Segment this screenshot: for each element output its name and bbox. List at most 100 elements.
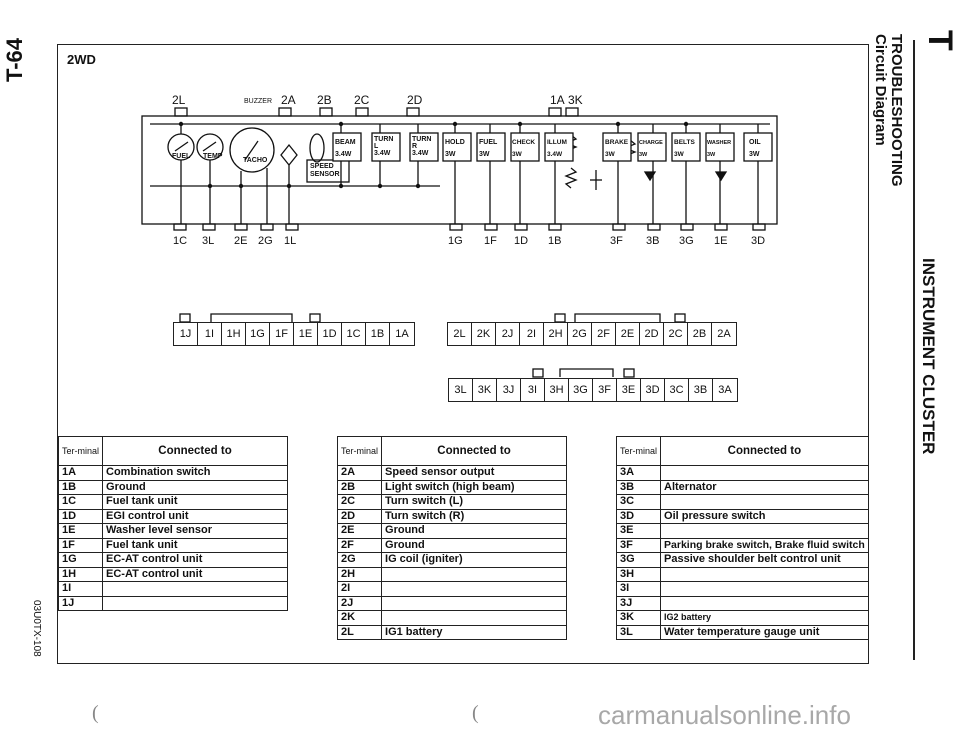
chapter-title: INSTRUMENT CLUSTER — [919, 258, 938, 455]
table-row: 2I — [336, 581, 567, 597]
connector-pin: 2C — [664, 323, 688, 345]
connector-pin: 2D — [640, 323, 664, 345]
terminal-label-2E: 2E — [234, 235, 248, 247]
terminal-label-1E: 1E — [714, 235, 728, 247]
table-row: 3J — [615, 595, 869, 611]
table-row: 3E — [615, 523, 869, 539]
section-letter: T — [921, 30, 959, 51]
table-row: 3A — [615, 465, 869, 481]
table-row: 3H — [615, 566, 869, 582]
terminal-label-2L: 2L — [172, 93, 186, 107]
terminal-label-3G: 3G — [679, 235, 694, 247]
connector-pin: 1C — [342, 323, 366, 345]
connector-pin: 1G — [246, 323, 270, 345]
connector-pin: 2K — [472, 323, 496, 345]
table-header-terminal: Ter-minal — [336, 436, 383, 466]
connector-pin: 1H — [222, 323, 246, 345]
connector-pin: 3F — [593, 379, 617, 401]
terminal-label-1C: 1C — [173, 235, 188, 247]
connector-pin: 3A — [718, 384, 732, 396]
terminal-label-3F: 3F — [610, 235, 623, 247]
table-header-connected: Connected to — [102, 436, 288, 466]
footer-mark: ( — [92, 702, 99, 724]
connector-pin: 1A — [395, 328, 409, 340]
connector-pin: 2E — [616, 323, 640, 345]
connector-3: 3L 3K 3J 3I 3H 3G 3F 3E 3D 3C 3B 3A — [448, 378, 738, 402]
connector-pin: 2I — [520, 323, 544, 345]
section-subtitle: Circuit Diagram — [872, 34, 889, 146]
connector-pin: 2H — [544, 323, 568, 345]
table-header-connected: Connected to — [381, 436, 567, 466]
table-row: 1I — [57, 581, 288, 597]
connector-pin: 2F — [592, 323, 616, 345]
table-row: 3C — [615, 494, 869, 510]
connector-pin: 1F — [270, 323, 294, 345]
connector-pin: 3D — [641, 379, 665, 401]
terminal-label-1D: 1D — [514, 235, 529, 247]
connector-2: 2L 2K 2J 2I 2H 2G 2F 2E 2D 2C 2B 2A — [447, 322, 737, 346]
table-row: 2H — [336, 566, 567, 582]
table-row: 2K — [336, 610, 567, 626]
connector-pin: 1D — [318, 323, 342, 345]
connector-pin: 2B — [688, 323, 712, 345]
connector-1: 1J 1I 1H 1G 1F 1E 1D 1C 1B 1A — [173, 322, 415, 346]
terminal-label-3L: 3L — [202, 235, 215, 247]
terminal-label-1L: 1L — [284, 235, 297, 247]
connector-pin: 1J — [174, 323, 198, 345]
connector-pin: 3H — [545, 379, 569, 401]
margin-divider — [913, 40, 915, 660]
connector-pin: 1E — [294, 323, 318, 345]
connector-pin: 3J — [497, 379, 521, 401]
connector-pin: 3C — [665, 379, 689, 401]
drive-mode-label: 2WD — [67, 52, 96, 67]
connector-pin: 2J — [496, 323, 520, 345]
table-header-terminal: Ter-minal — [57, 436, 104, 466]
terminal-label-1A: 1A — [550, 93, 565, 107]
terminal-label-1G: 1G — [448, 235, 463, 247]
connector-pin: 3L — [449, 379, 473, 401]
terminal-label-3D: 3D — [751, 235, 766, 247]
table-header-terminal: Ter-minal — [615, 436, 662, 466]
connector-pin: 3K — [473, 379, 497, 401]
footer-mark: ( — [472, 702, 479, 724]
terminal-label-1B: 1B — [548, 235, 562, 247]
terminal-label-3K: 3K — [568, 93, 583, 107]
table-row: 3I — [615, 581, 869, 597]
table-row: 2J — [336, 595, 567, 611]
section-title: TROUBLESHOOTING — [888, 34, 905, 187]
connector-pin: 3E — [617, 379, 641, 401]
speed-sensor-label: SPEED SENSOR — [310, 163, 340, 178]
connector-pin: 1B — [366, 323, 390, 345]
terminal-label-2G: 2G — [258, 235, 273, 247]
terminal-label-1F: 1F — [484, 235, 497, 247]
